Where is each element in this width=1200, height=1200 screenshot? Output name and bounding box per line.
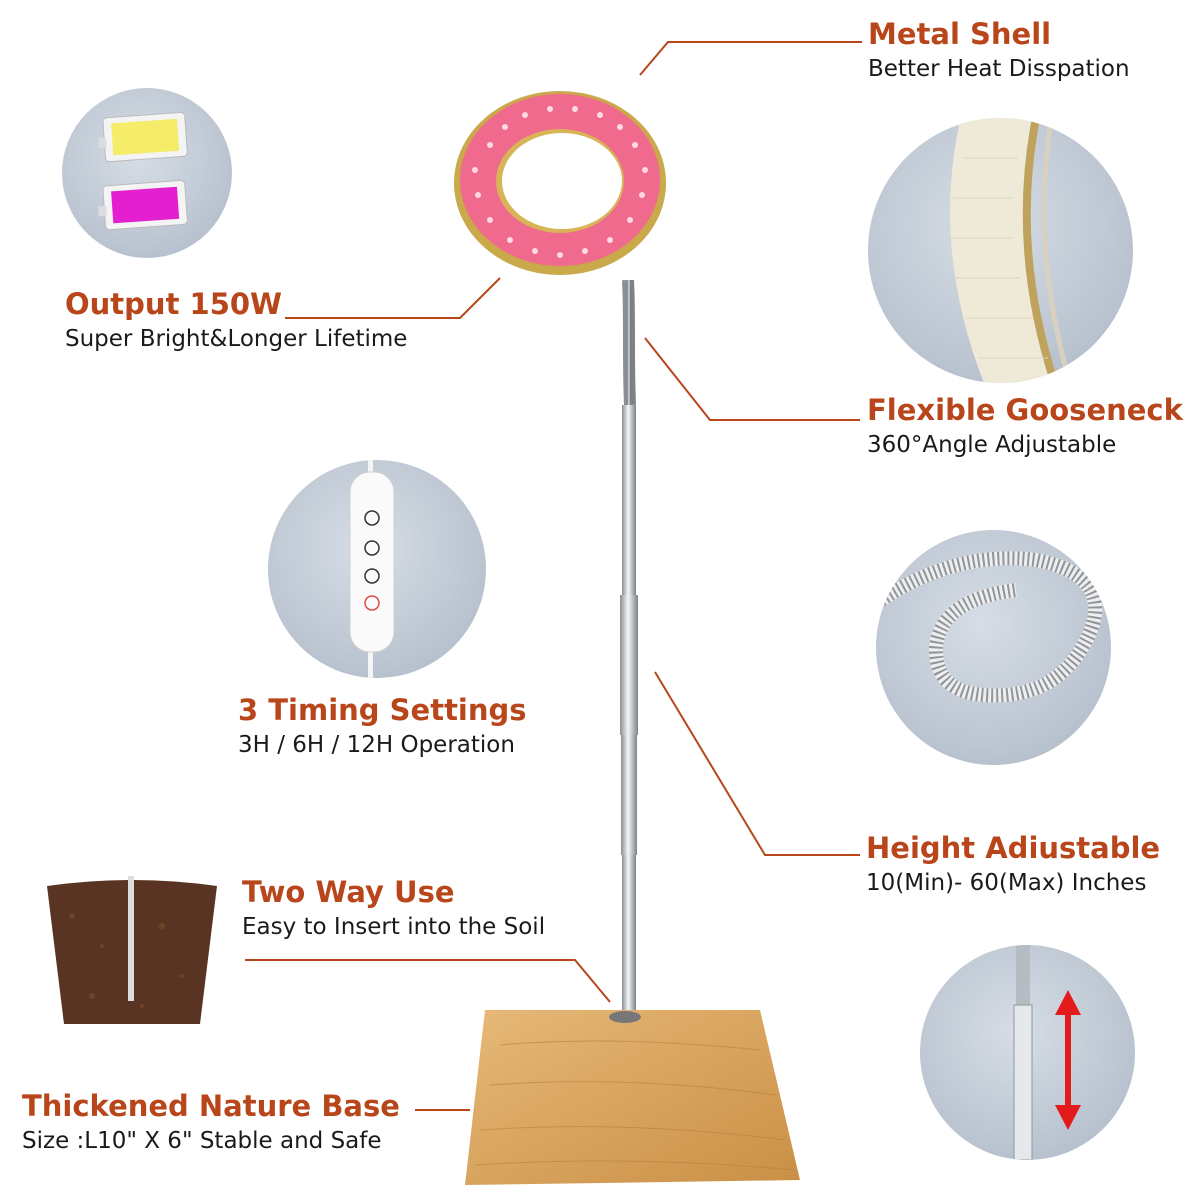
lamp-pole [620,280,638,1020]
feature-title: Flexible Gooseneck [867,393,1183,427]
feature-subtitle: Size :L10" X 6" Stable and Safe [22,1128,382,1154]
wooden-base [465,1010,800,1185]
feature-title: 3 Timing Settings [238,693,527,727]
height-arrow-icon [1013,945,1081,1160]
ring-closeup-icon [950,118,1073,383]
soil-pot-icon [47,876,217,1024]
feature-title: Height Adiustable [866,831,1161,865]
feature-output: Output 150W Super Bright&Longer Lifetime [65,286,407,356]
leader-line-metal-shell [639,41,862,76]
feature-subtitle: 360°Angle Adjustable [867,432,1117,458]
leader-line-output [285,277,501,319]
feature-metal-shell: Metal Shell Better Heat Disspation [868,16,1130,86]
feature-title: Two Way Use [242,875,455,909]
gooseneck-coil-icon [877,551,1103,703]
feature-two-way: Two Way Use Easy to Insert into the Soil [242,874,545,944]
feature-subtitle: Easy to Insert into the Soil [242,914,546,940]
feature-gooseneck: Flexible Gooseneck 360°Angle Adjustable [867,392,1183,462]
feature-subtitle: 3H / 6H / 12H Operation [238,732,515,758]
feature-base: Thickened Nature Base Size :L10" X 6" St… [22,1088,400,1158]
feature-title: Output 150W [65,287,283,321]
led-chips-icon [98,112,188,231]
timer-controller-icon [349,460,395,678]
leader-line-height [654,671,860,856]
feature-height: Height Adiustable 10(Min)- 60(Max) Inche… [866,830,1160,900]
height-arrow-circle [920,945,1135,1160]
leader-line-two-way [245,959,611,1003]
ring-light [454,91,666,275]
led-chips-circle [62,88,232,258]
leader-line-gooseneck [644,337,860,421]
timer-controller-circle [268,460,486,678]
feature-subtitle: Better Heat Disspation [868,56,1130,82]
feature-subtitle: Super Bright&Longer Lifetime [65,326,408,352]
feature-title: Metal Shell [868,17,1052,51]
gooseneck-coil-circle [876,530,1111,765]
ring-closeup-circle [868,118,1133,383]
feature-subtitle: 10(Min)- 60(Max) Inches [866,870,1147,896]
feature-title: Thickened Nature Base [22,1089,400,1123]
feature-timing: 3 Timing Settings 3H / 6H / 12H Operatio… [238,692,527,762]
